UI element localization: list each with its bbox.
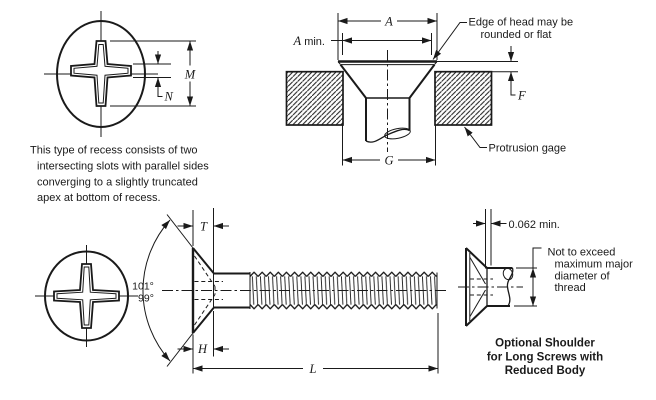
shoulder-detail-view: 0.062 min. Not to exceed maximum major d… xyxy=(458,209,633,377)
dim-f-label: F xyxy=(517,89,526,103)
protrusion-gage-view: A A min. Edge of head may be rounded or … xyxy=(285,13,574,167)
caption-line: Reduced Body xyxy=(505,365,586,377)
label-gap xyxy=(380,153,398,166)
edge-note-line: rounded or flat xyxy=(481,29,552,41)
note-line: Not to exceed xyxy=(548,246,616,258)
dim-h-label: H xyxy=(197,342,208,356)
head-cone-top xyxy=(192,247,215,274)
shoulder-caption: Optional Shoulder for Long Screws with R… xyxy=(487,338,603,378)
head-cone-bottom xyxy=(465,305,488,327)
screw-side-view: 101° 99° T H xyxy=(132,208,449,376)
leader-line xyxy=(432,22,467,60)
arrow-leader xyxy=(507,71,516,96)
dim-m-label: M xyxy=(184,68,196,82)
dim-a-min-label: A min. xyxy=(293,34,325,48)
note-line: diameter of xyxy=(555,270,611,282)
break-section-blob xyxy=(384,127,411,140)
head-cone-top xyxy=(465,247,488,269)
caption-line: intersecting slots with parallel sides xyxy=(37,161,209,173)
dim-m-group: M xyxy=(110,40,197,107)
dim-l-label: L xyxy=(309,362,317,376)
dim-a-label: A xyxy=(384,15,393,29)
phillips-recess-inner xyxy=(73,44,129,104)
edge-note-group: Edge of head may be rounded or flat xyxy=(432,16,574,60)
angle-arc xyxy=(142,219,171,362)
dim-shoulder-min-group: 0.062 min. xyxy=(473,209,560,269)
head-cone-bottom xyxy=(192,307,215,334)
dim-n-label: N xyxy=(164,90,174,104)
phillips-recess-inner xyxy=(56,266,117,326)
caption-line: for Long Screws with xyxy=(487,352,603,364)
dim-a-min-group: A min. xyxy=(293,33,432,55)
edge-note-line: Edge of head may be xyxy=(469,16,574,28)
cone-extension-line-top xyxy=(166,214,194,249)
angle-inner-label: 99° xyxy=(138,293,154,305)
recess-line xyxy=(469,257,486,285)
head-cone-right xyxy=(408,64,436,99)
body-break-line xyxy=(365,128,410,143)
recess-plan-view: M N This type of recess consists of two … xyxy=(30,11,209,204)
break-section-blob xyxy=(502,267,514,281)
label-gap xyxy=(381,14,397,27)
dim-g-group: G xyxy=(342,125,436,167)
recess-caption: This type of recess consists of two inte… xyxy=(30,145,209,205)
protrusion-gage-label: Protrusion gage xyxy=(489,143,567,155)
caption-line: apex at bottom of recess. xyxy=(37,192,161,204)
recess-front-view xyxy=(35,245,138,347)
caption-line: converging to a slightly truncated xyxy=(37,177,198,189)
label-gap xyxy=(303,361,323,375)
head-edge-right xyxy=(434,61,438,65)
head-outline-circle xyxy=(56,20,146,128)
dim-n-group: N xyxy=(133,51,174,104)
gage-block-left xyxy=(285,70,344,126)
head-outline-circle xyxy=(44,250,129,342)
dim-h-group: H xyxy=(177,311,229,357)
angle-outer-label: 101° xyxy=(132,281,154,293)
note-line: maximum major xyxy=(555,258,634,270)
gage-label-group: Protrusion gage xyxy=(464,126,567,155)
gage-block-right xyxy=(434,70,493,126)
recess-line xyxy=(469,289,486,317)
dim-major-diameter-group: Not to exceed maximum major diameter of … xyxy=(514,246,634,307)
dim-f-group: F xyxy=(437,46,526,103)
dim-l-group: L xyxy=(192,313,439,376)
label-gap xyxy=(183,65,197,82)
leader-line xyxy=(464,126,487,148)
caption-line: This type of recess consists of two xyxy=(30,145,198,157)
leader-line xyxy=(157,89,163,97)
recess-hidden-lines xyxy=(194,255,223,326)
leader-line xyxy=(532,247,542,268)
threaded-shank xyxy=(250,271,437,310)
head-cone-left xyxy=(339,63,367,99)
dim-shoulder-min-label: 0.062 min. xyxy=(509,219,560,231)
caption-line: Optional Shoulder xyxy=(495,338,595,350)
note-line: thread xyxy=(555,282,586,294)
dim-t-label: T xyxy=(200,220,208,234)
dim-t-group: T xyxy=(177,208,229,272)
head-edge-left xyxy=(337,61,341,65)
dim-g-label: G xyxy=(384,153,393,167)
cone-extension-line-bottom xyxy=(166,332,194,367)
